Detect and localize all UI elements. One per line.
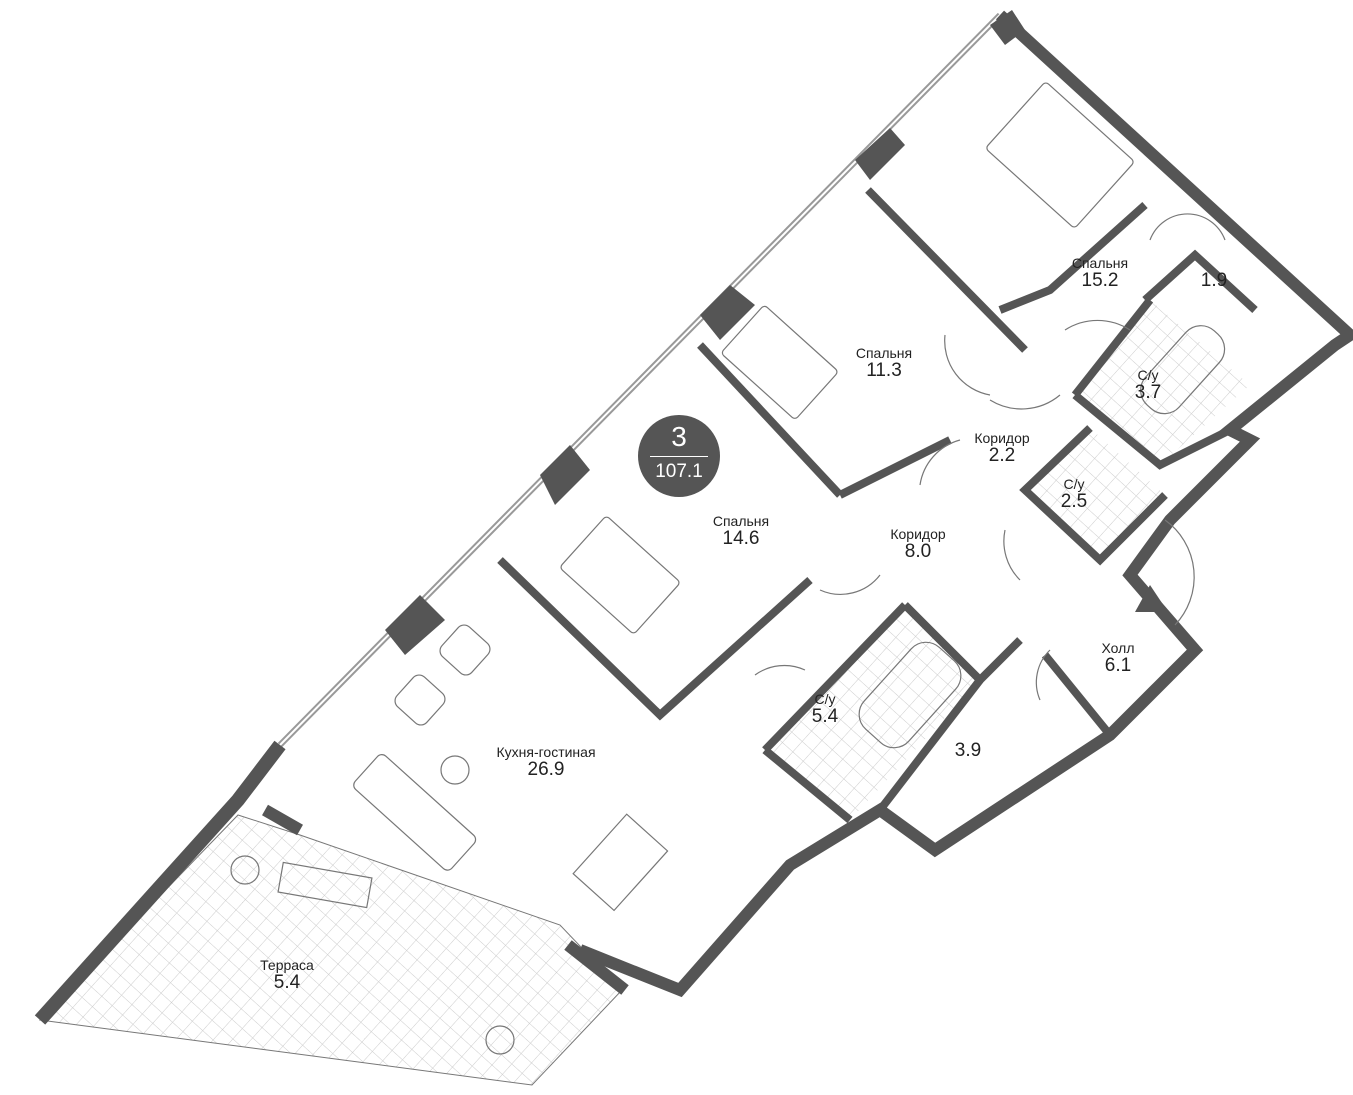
room-count: 3 bbox=[671, 421, 687, 452]
room-name: Кухня-гостиная bbox=[496, 744, 596, 760]
facade-piers bbox=[385, 10, 1025, 655]
badge-divider bbox=[650, 456, 708, 457]
room-area: 5.4 bbox=[273, 972, 301, 993]
dining-table-icon bbox=[572, 813, 669, 912]
room-area: 2.2 bbox=[988, 445, 1016, 466]
entrance-arrow-icon bbox=[1135, 585, 1168, 612]
furniture bbox=[230, 82, 1226, 1055]
room-name: С/у bbox=[814, 691, 836, 707]
bed-icon bbox=[560, 516, 680, 634]
room-area: 3.9 bbox=[954, 740, 982, 761]
armchair-icon bbox=[394, 674, 446, 726]
room-name: Холл bbox=[1101, 640, 1135, 656]
room-area: 3.7 bbox=[1134, 382, 1162, 403]
room-name: Спальня bbox=[712, 513, 770, 529]
room-name: Коридор bbox=[974, 430, 1030, 446]
room-name: С/у bbox=[1063, 476, 1085, 492]
room-storage-3-9: 3.9 bbox=[955, 740, 981, 760]
terrace-floor bbox=[38, 814, 623, 1086]
sofa-icon bbox=[353, 754, 477, 871]
outer-wall bbox=[577, 10, 1353, 998]
armchair-icon bbox=[439, 624, 491, 676]
room-name: Спальня bbox=[1071, 255, 1129, 271]
room-area: 11.3 bbox=[866, 360, 902, 381]
room-area: 14.6 bbox=[722, 528, 760, 549]
apartment-badge: 3 107.1 bbox=[638, 415, 720, 497]
room-area: 6.1 bbox=[1104, 655, 1132, 676]
interior-walls bbox=[497, 187, 1258, 824]
terrace-sofa-icon bbox=[277, 861, 373, 909]
total-area: 107.1 bbox=[655, 461, 703, 482]
room-area: 1.9 bbox=[1200, 270, 1228, 291]
room-area: 2.5 bbox=[1060, 491, 1088, 512]
room-area: 26.9 bbox=[527, 759, 565, 780]
room-area: 15.2 bbox=[1081, 270, 1119, 291]
room-name: Коридор bbox=[890, 526, 946, 542]
room-name: Терраса bbox=[260, 957, 314, 973]
bed-icon bbox=[986, 82, 1134, 228]
room-area: 8.0 bbox=[904, 541, 932, 562]
terrace-wall bbox=[34, 740, 286, 1025]
room-area: 5.4 bbox=[811, 706, 839, 727]
bathtub-icon bbox=[1140, 325, 1226, 415]
room-storage-1-9: 1.9 bbox=[1201, 270, 1227, 290]
bathroom-5-4-floor bbox=[765, 605, 980, 820]
coffee-table-icon bbox=[440, 755, 470, 785]
bed-icon bbox=[721, 305, 838, 419]
bathtub-icon bbox=[858, 641, 962, 749]
doors bbox=[754, 213, 1226, 701]
room-name: С/у bbox=[1137, 367, 1159, 383]
room-name: Спальня bbox=[855, 345, 913, 361]
